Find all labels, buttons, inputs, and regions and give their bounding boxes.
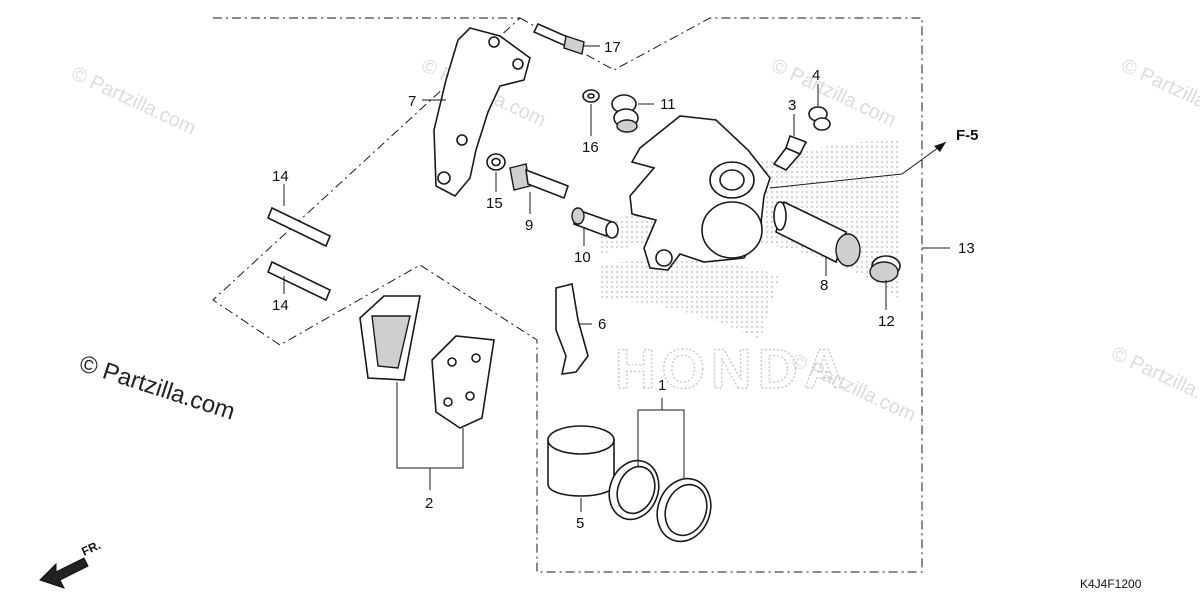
boot-11 [611,94,639,133]
pad-pin-14-lower [266,260,332,302]
callout-14-lower: 14 [272,297,289,314]
callout-2: 2 [425,495,433,512]
watermark-text: © Partzilla.com [768,55,899,132]
pad-spring-6 [555,283,589,375]
brand-logo-text: HONDA [615,337,850,400]
pin-bolt-9 [509,163,570,200]
watermark-text: © Partzilla.com [1118,55,1200,132]
callout-7: 7 [408,93,416,110]
bleeder-screw-3 [772,134,808,171]
callout-8: 8 [820,277,828,294]
watermark-text: © Partzilla.com [1108,343,1200,420]
seal-set-1 [608,459,712,543]
diagram-code: K4J4F1200 [1080,577,1142,591]
callout-12: 12 [878,313,895,330]
watermark-text: © Partzilla.com [68,63,199,140]
watermark-main: © Partzilla.com [76,350,238,426]
callout-17: 17 [604,39,621,56]
callout-3: 3 [788,97,796,114]
callout-15: 15 [486,195,503,212]
brake-pad-a [359,295,421,381]
front-arrow-icon [39,557,89,589]
callout-16: 16 [582,139,599,156]
pin-10 [571,207,619,239]
leader-line-2 [396,382,464,490]
arrow-head-icon [934,142,946,152]
callout-6: 6 [598,316,606,333]
brake-pad-b [431,335,495,429]
slide-pin-8 [773,200,861,267]
caliper-body [629,115,771,271]
callout-9: 9 [525,217,533,234]
callout-5: 5 [576,515,584,532]
boot-12 [869,255,901,283]
callout-1: 1 [658,377,666,394]
reference-label: F-5 [956,127,979,144]
front-indicator-label: FR. [79,538,102,559]
caliper-bracket [433,27,531,198]
bleeder-cap-4 [808,106,831,131]
callout-4: 4 [812,67,820,84]
washer-15 [486,153,506,171]
pad-pin-14-upper [266,206,332,248]
washer-16 [582,89,600,103]
leader-line-1 [637,398,685,478]
leader-line-f5 [769,141,947,189]
callout-10: 10 [574,249,591,266]
callout-14-upper: 14 [272,168,289,185]
piston-5 [547,425,615,497]
callout-13: 13 [958,240,975,257]
bolt-17 [532,22,585,55]
assembly-boundary [212,17,923,573]
callout-11: 11 [660,96,676,113]
